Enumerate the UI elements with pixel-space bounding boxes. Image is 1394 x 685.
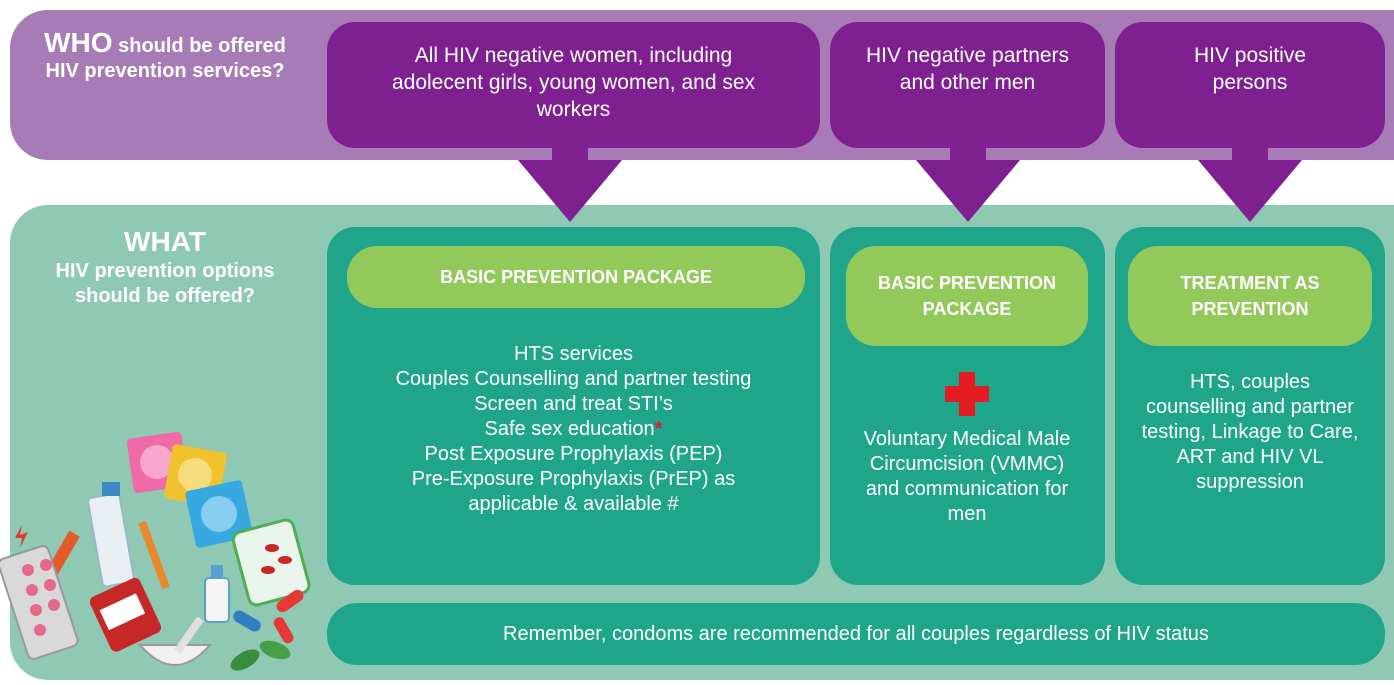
col-positive-text-body: HTS, couples counselling and partner tes… <box>1141 371 1359 493</box>
who-box-positive: HIV positive persons <box>1115 22 1385 148</box>
col-positive-text: HTS, couples counselling and partner tes… <box>1140 370 1360 495</box>
medicine-bottle-icon <box>89 577 162 652</box>
col-women-list: HTS services Couples Counselling and par… <box>337 342 810 517</box>
who-box-women: All HIV negative women, including adolec… <box>327 22 820 148</box>
list-item: HTS services <box>514 343 633 365</box>
medicines-illustration <box>0 431 311 671</box>
list-item: Couples Counselling and partner testing <box>395 368 752 390</box>
who-heading-big: WHO <box>44 27 113 58</box>
list-item: applicable & available # <box>468 493 679 515</box>
who-box-positive-text: HIV positive persons <box>1193 44 1307 94</box>
who-box-women-text: All HIV negative women, including adolec… <box>391 44 756 121</box>
who-box-men: HIV negative partners and other men <box>830 22 1105 148</box>
plus-icon <box>945 372 989 416</box>
what-heading: WHAT HIV prevention options should be of… <box>30 225 300 309</box>
what-heading-rest: HIV prevention options should be offered… <box>55 260 275 307</box>
condoms-reminder: Remember, condoms are recommended for al… <box>327 603 1385 665</box>
mortar-pestle-icon <box>137 616 213 666</box>
dropper-icon <box>138 520 170 590</box>
pill-blister-icon <box>0 545 79 660</box>
ointment-tube-icon <box>87 482 135 588</box>
who-heading-rest: should be offered HIV prevention service… <box>45 35 286 82</box>
who-box-men-text: HIV negative partners and other men <box>865 44 1070 94</box>
capsule-icon <box>233 589 304 644</box>
pill-bottle-icon <box>231 518 311 607</box>
col-men-text: Voluntary Medical Male Circumcision (VMM… <box>862 427 1072 527</box>
arrow-down-icon <box>1198 160 1302 222</box>
leaf-icon <box>230 640 291 671</box>
list-item: Safe sex education <box>484 418 655 440</box>
col-women-pill: BASIC PREVENTION PACKAGE <box>347 246 805 308</box>
eye-drops-icon <box>204 565 230 623</box>
asterisk-icon: * <box>654 418 663 440</box>
list-item: Post Exposure Prophylaxis (PEP) <box>424 443 723 465</box>
what-heading-big: WHAT <box>124 226 206 257</box>
col-men-pill: BASIC PREVENTION PACKAGE <box>846 246 1088 346</box>
col-men-text-body: Voluntary Medical Male Circumcision (VMM… <box>863 428 1071 525</box>
list-item: Pre-Exposure Prophylaxis (PrEP) as <box>411 468 736 490</box>
col-positive-pill: TREATMENT AS PREVENTION <box>1128 246 1372 346</box>
arrow-down-icon <box>916 160 1020 222</box>
who-heading: WHO should be offered HIV prevention ser… <box>30 27 300 84</box>
list-item: Screen and treat STI’s <box>474 393 673 415</box>
spark-icon <box>15 525 28 548</box>
condom-packet-icon <box>185 480 253 548</box>
list-item-with-star: Safe sex education* <box>337 417 810 442</box>
arrow-down-icon <box>518 160 622 222</box>
